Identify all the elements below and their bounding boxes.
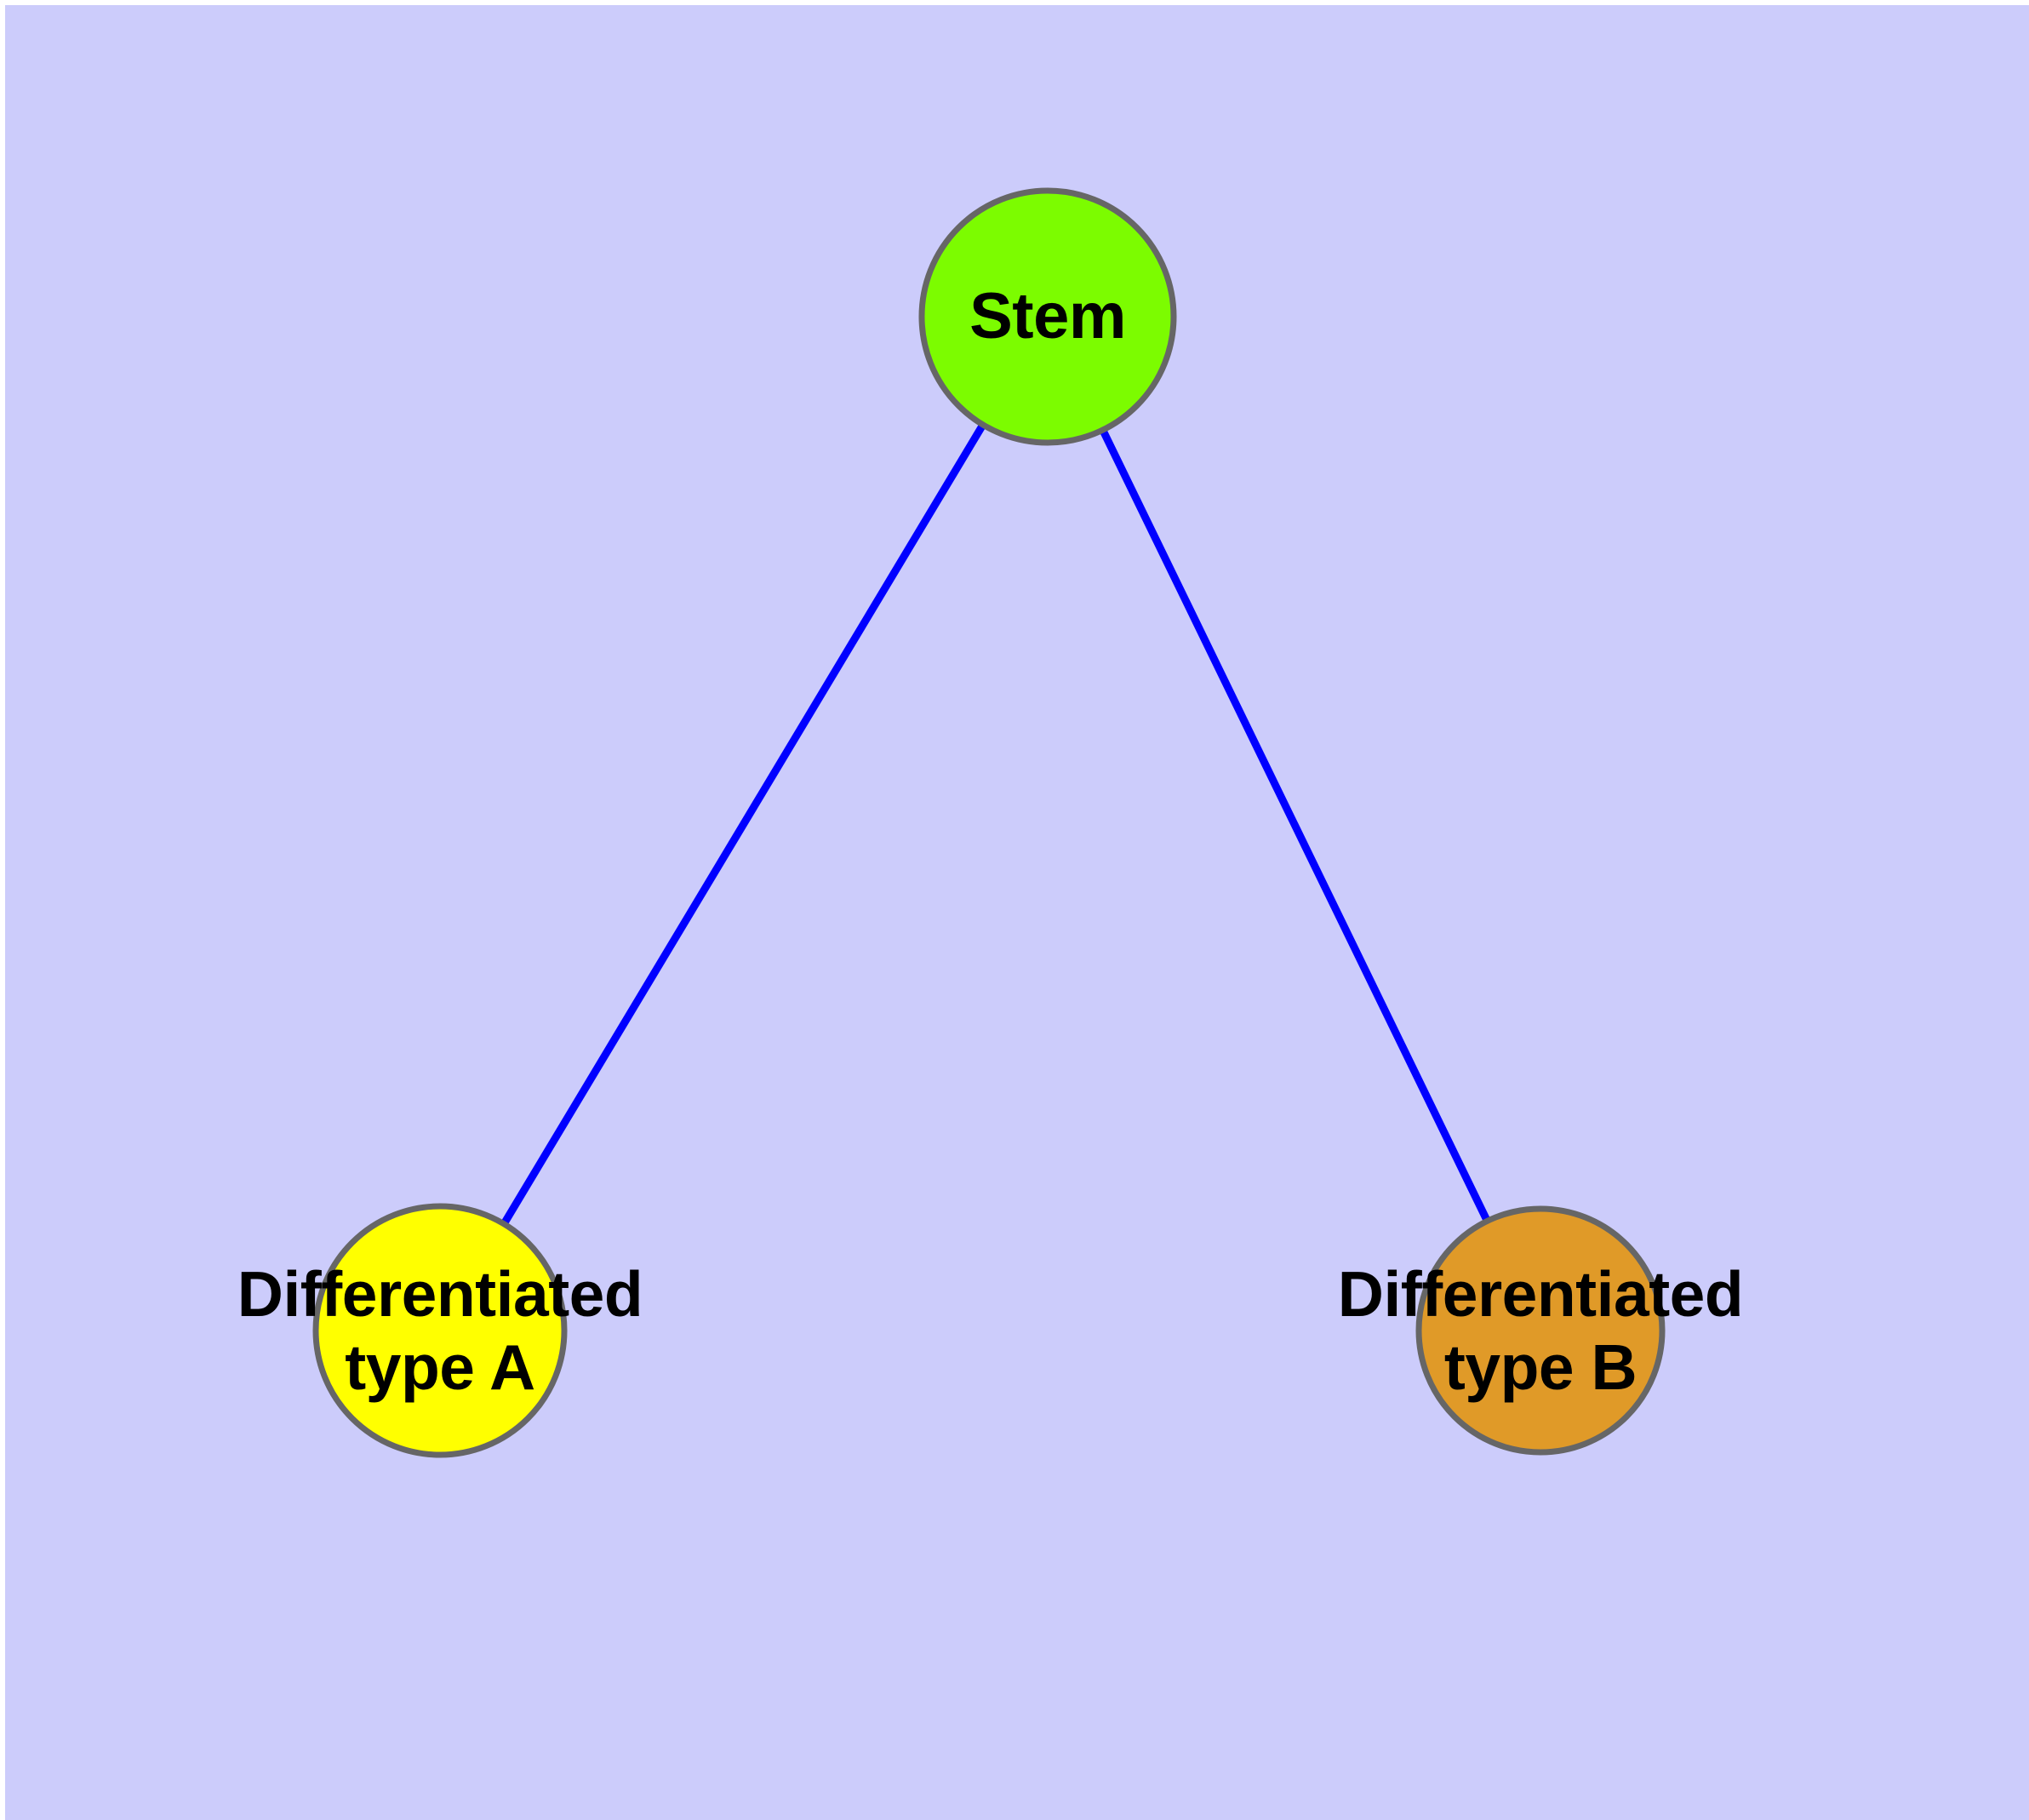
graph-node-stem[interactable]	[918, 187, 1177, 446]
nodes-layer	[312, 187, 1666, 1458]
graph-node-diff_b[interactable]	[1415, 1205, 1666, 1456]
edges-layer	[437, 314, 1545, 1333]
graph-edge-stem-to-b	[1043, 315, 1545, 1332]
graph-node-diff_a[interactable]	[312, 1203, 568, 1458]
graph-edge-stem-to-a	[437, 314, 1051, 1333]
